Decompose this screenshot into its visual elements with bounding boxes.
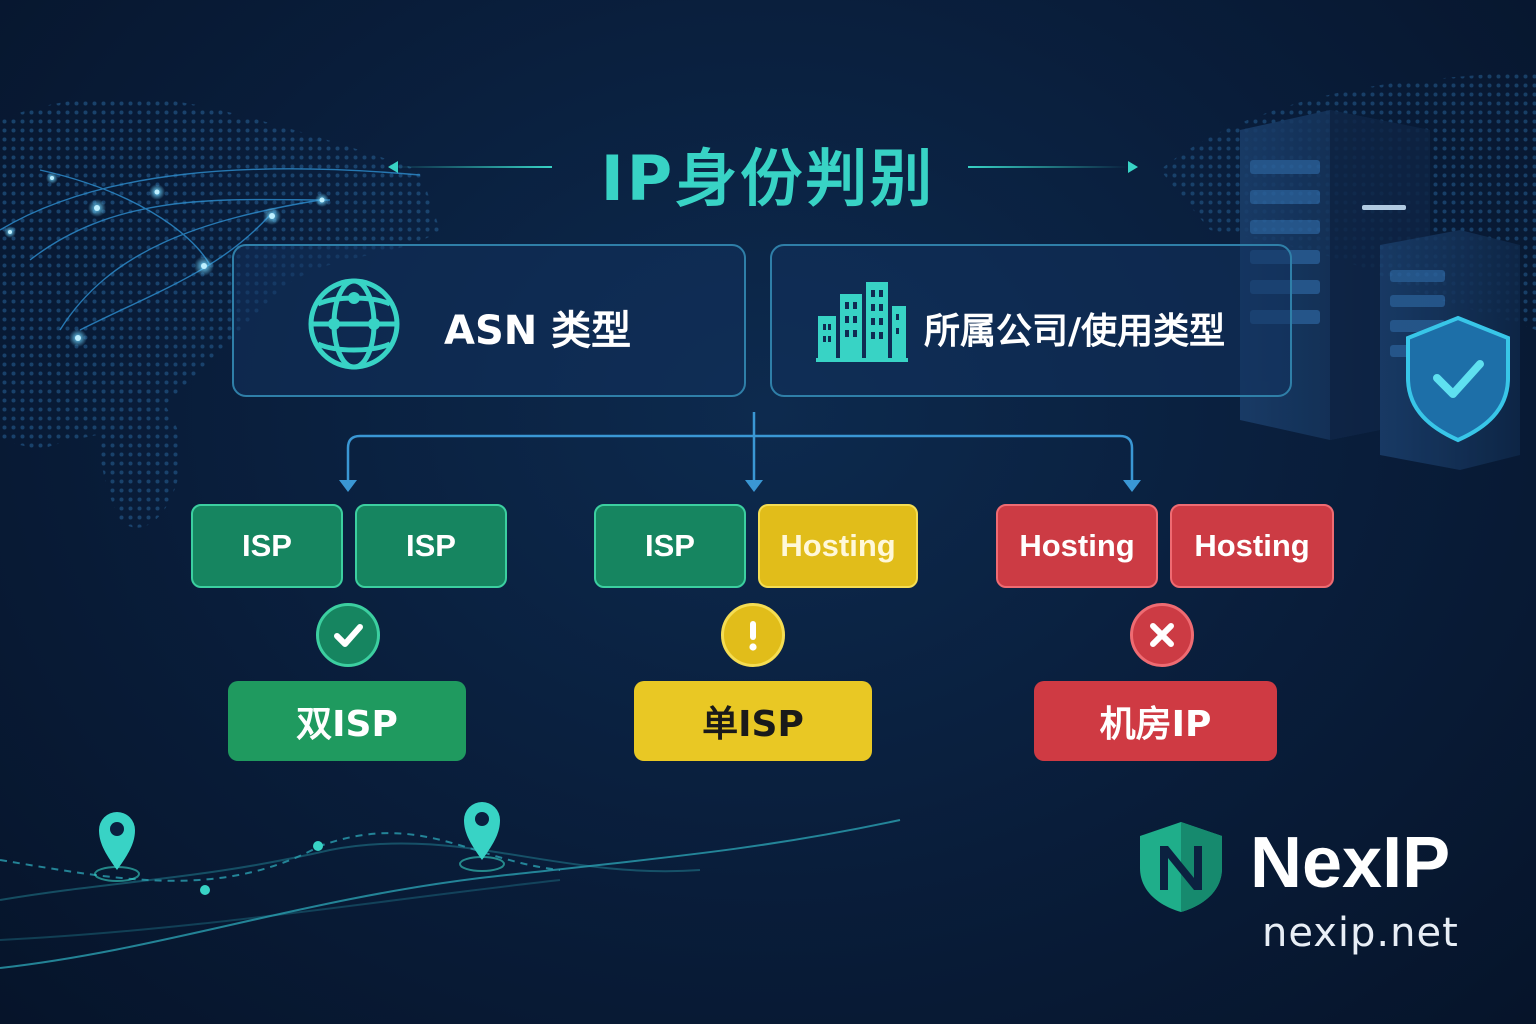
network-nodes (4, 172, 329, 347)
isp-tag: ISP (191, 504, 343, 588)
isp-tag: ISP (355, 504, 507, 588)
title-arrow-right (1128, 161, 1138, 173)
exclamation-icon (721, 603, 785, 667)
network-arcs (0, 168, 421, 331)
page-title: IP身份判别 (600, 142, 936, 215)
map-pin-icon (459, 802, 505, 872)
check-icon (316, 603, 380, 667)
result-dual-isp: 双ISP (228, 681, 466, 761)
asn-type-label: ASN 类型 (444, 308, 632, 354)
close-icon (1130, 603, 1194, 667)
brand-name: NexIP (1250, 823, 1451, 903)
map-pin-icon (94, 812, 140, 882)
isp-tag: ISP (594, 504, 746, 588)
hosting-tag: Hosting (1170, 504, 1334, 588)
globe-icon (308, 278, 400, 370)
brand-url: nexip.net (1262, 910, 1459, 956)
result-datacenter-ip: 机房IP (1034, 681, 1277, 761)
company-usage-label: 所属公司/使用类型 (924, 311, 1226, 352)
asn-type-box: ASN 类型 (232, 244, 746, 397)
shield-n-logo-icon (1140, 822, 1222, 912)
hosting-tag: Hosting (996, 504, 1158, 588)
company-usage-box: 所属公司/使用类型 (770, 244, 1292, 397)
title-line-left (392, 166, 552, 168)
world-map-left (0, 97, 440, 528)
hosting-tag: Hosting (758, 504, 918, 588)
shield-check-icon (1406, 315, 1510, 443)
title-arrow-left (388, 161, 398, 173)
result-single-isp: 单ISP (634, 681, 872, 761)
buildings-icon (816, 282, 908, 362)
